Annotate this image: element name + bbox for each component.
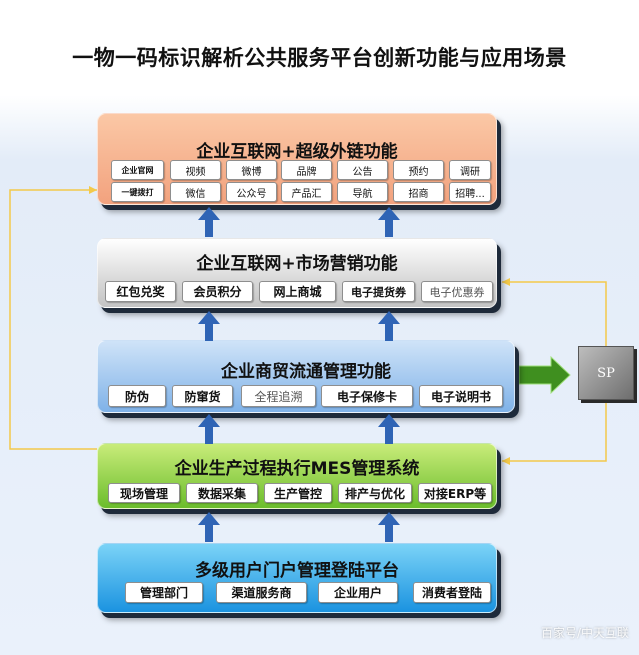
chip-site-management: 现场管理	[108, 483, 180, 503]
right-bottom-arrowhead	[502, 457, 510, 465]
left-feedback-line	[9, 189, 97, 450]
watermark: 百家号/中天互联	[540, 626, 629, 640]
chip-e-coupon: 电子优惠券	[421, 281, 493, 302]
chip-product-hub: 产品汇	[281, 182, 332, 202]
chip-production-control: 生产管控	[264, 483, 332, 503]
up-arrow-icon	[198, 414, 220, 444]
chip-survey: 调研	[449, 160, 491, 180]
up-arrow-icon	[198, 512, 220, 542]
chip-official-account: 公众号	[226, 182, 277, 202]
tier-trade-circulation-title: 企业商贸流通管理功能	[221, 362, 391, 382]
right-top-line	[502, 281, 607, 346]
up-arrow-icon	[198, 207, 220, 237]
tier-outer-link-title: 企业互联网+超级外链功能	[196, 142, 398, 162]
tier-marketing: 企业互联网+市场营销功能 红包兑奖 会员积分 网上商城 电子提货券 电子优惠券	[97, 238, 497, 308]
green-arrow-to-sp	[518, 355, 571, 395]
up-arrow-icon	[378, 207, 400, 237]
chip-one-click-call: 一键拨打	[111, 182, 164, 202]
chip-full-traceability: 全程追溯	[241, 385, 316, 407]
chip-weibo: 微博	[226, 160, 277, 180]
chip-red-packet: 红包兑奖	[105, 281, 176, 302]
tier-mes: 企业生产过程执行MES管理系统 现场管理 数据采集 生产管控 排产与优化 对接E…	[97, 443, 497, 509]
chip-member-points: 会员积分	[182, 281, 253, 302]
chip-announcement: 公告	[337, 160, 388, 180]
chip-video: 视频	[170, 160, 221, 180]
chip-e-voucher: 电子提货券	[342, 281, 415, 302]
tier-portal-title: 多级用户门户管理登陆平台	[195, 561, 399, 581]
tier-mes-title: 企业生产过程执行MES管理系统	[174, 459, 420, 479]
chip-e-manual: 电子说明书	[419, 385, 503, 407]
tier-outer-link: 企业互联网+超级外链功能 企业官网 视频 微博 品牌 公告 预约 调研 一键拨打…	[97, 113, 497, 205]
tier-marketing-title: 企业互联网+市场营销功能	[196, 254, 398, 274]
right-bottom-line	[502, 402, 607, 462]
chip-recruitment: 招聘...	[449, 182, 491, 202]
chip-online-mall: 网上商城	[259, 281, 336, 302]
up-arrow-icon	[378, 414, 400, 444]
chip-navigation: 导航	[337, 182, 388, 202]
chip-enterprise-user: 企业用户	[318, 582, 398, 603]
chip-wechat: 微信	[170, 182, 221, 202]
chip-brand: 品牌	[281, 160, 332, 180]
sp-node: SP	[578, 346, 634, 400]
chip-data-collection: 数据采集	[186, 483, 258, 503]
up-arrow-icon	[378, 512, 400, 542]
page-title: 一物一码标识解析公共服务平台创新功能与应用场景	[72, 46, 567, 70]
chip-anti-diversion: 防窜货	[172, 385, 233, 407]
right-top-arrowhead	[502, 278, 510, 286]
tier-portal: 多级用户门户管理登陆平台 管理部门 渠道服务商 企业用户 消费者登陆	[97, 543, 497, 613]
chip-enterprise-website: 企业官网	[111, 160, 164, 180]
chip-appointment: 预约	[393, 160, 444, 180]
chip-admin-department: 管理部门	[125, 582, 203, 603]
up-arrow-icon	[378, 311, 400, 341]
chip-consumer-login: 消费者登陆	[413, 582, 491, 603]
chip-anti-counterfeit: 防伪	[108, 385, 166, 407]
chip-scheduling-optimization: 排产与优化	[338, 483, 412, 503]
tier-trade-circulation: 企业商贸流通管理功能 防伪 防窜货 全程追溯 电子保修卡 电子说明书	[97, 340, 515, 413]
chip-erp-integration: 对接ERP等	[418, 483, 492, 503]
chip-channel-provider: 渠道服务商	[216, 582, 307, 603]
up-arrow-icon	[198, 311, 220, 341]
left-feedback-arrowhead	[89, 186, 97, 194]
chip-e-warranty: 电子保修卡	[321, 385, 413, 407]
chip-investment: 招商	[393, 182, 444, 202]
